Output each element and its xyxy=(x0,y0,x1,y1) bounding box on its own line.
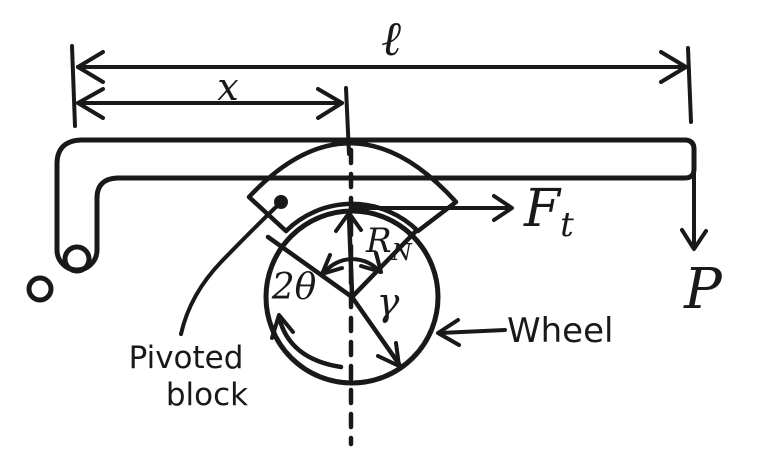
dim-right-tick xyxy=(686,46,693,124)
lever-pivot-hole xyxy=(62,244,92,274)
ft-subscript: t xyxy=(560,205,574,245)
radius-line-right xyxy=(349,229,418,300)
pivot-pin-circle xyxy=(26,275,54,303)
tangential-force-arrow xyxy=(352,194,514,222)
block-callout-line xyxy=(179,205,278,336)
label-pivoted-block-line2: block xyxy=(166,377,248,413)
rotation-direction-arrow xyxy=(270,313,344,370)
applied-load-arrow xyxy=(680,144,708,251)
rn-subscript: N xyxy=(391,240,413,266)
label-tangential-force: Ft xyxy=(523,179,574,245)
p-arrowhead-icon xyxy=(680,228,708,251)
contact-angle-arc xyxy=(320,251,383,276)
label-pivoted-block-line1: Pivoted xyxy=(129,340,244,376)
gamma-arrowhead-icon xyxy=(376,341,401,368)
dim-l-left-arrowhead-icon xyxy=(76,50,105,84)
dim-l-right-arrowhead-icon xyxy=(659,50,688,84)
label-overall-length: ℓ xyxy=(381,11,401,67)
dim-x-left-arrowhead-icon xyxy=(76,87,105,120)
ft-symbol: F xyxy=(523,179,562,239)
label-normal-reaction: RN xyxy=(365,221,413,266)
rn-arrowhead-icon xyxy=(334,211,363,233)
rotation-arrowhead-icon xyxy=(270,313,295,340)
wheel-radius-arrow xyxy=(349,294,402,368)
arc-right-arrowhead-icon xyxy=(359,251,383,274)
radius-line-left xyxy=(265,234,355,300)
dimension-length-l: ℓ xyxy=(70,11,693,128)
label-block-position: x xyxy=(217,65,238,109)
arc-left-arrowhead-icon xyxy=(320,253,344,276)
label-contact-angle: 2θ xyxy=(271,267,317,308)
wheel-arrowhead-icon xyxy=(436,318,461,347)
rn-symbol: R xyxy=(365,221,392,261)
label-applied-load: P xyxy=(683,257,723,322)
dim-left-tick xyxy=(70,44,77,128)
label-pivoted-block: Pivoted block xyxy=(129,340,249,413)
wheel-callout-arrow xyxy=(436,318,507,347)
pivoted-block xyxy=(246,141,459,234)
label-wheel-radius: γ xyxy=(377,280,400,324)
label-wheel: Wheel xyxy=(507,311,613,351)
normal-force-arrow xyxy=(334,211,363,297)
dimension-position-x: x xyxy=(76,65,351,156)
dim-x-right-arrowhead-icon xyxy=(316,87,344,120)
block-pivot-dot xyxy=(274,195,288,209)
ft-arrowhead-icon xyxy=(492,194,514,222)
